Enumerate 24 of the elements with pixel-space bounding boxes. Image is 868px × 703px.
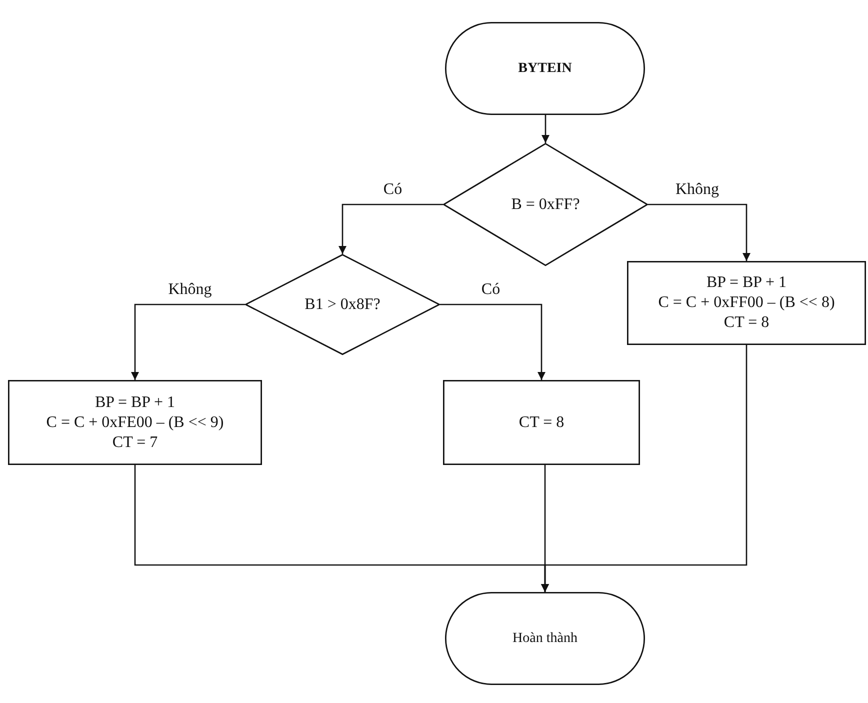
decision-diamond — [245, 254, 440, 355]
edge-label: Không — [673, 180, 722, 198]
process-box — [627, 261, 866, 345]
arrow — [338, 204, 443, 254]
process-box — [443, 380, 640, 465]
node-text: C = C + 0xFE00 – (B << 9) — [46, 412, 224, 432]
node-text: CT = 8 — [724, 313, 770, 333]
node-text: CT = 8 — [518, 412, 564, 432]
node-text: Hoàn thành — [512, 630, 578, 648]
process-box — [8, 380, 262, 465]
arrow — [440, 304, 546, 380]
node-text: BP = BP + 1 — [706, 273, 786, 293]
edge-label: Không — [166, 280, 214, 298]
node-text: C = C + 0xFF00 – (B << 8) — [658, 293, 835, 313]
node-text: CT = 7 — [112, 432, 158, 452]
arrow — [131, 304, 245, 380]
arrow — [542, 115, 550, 143]
node-text: BP = BP + 1 — [95, 392, 175, 412]
node-text: B = 0xFF? — [511, 194, 580, 214]
arrow — [541, 345, 748, 592]
node-text: BYTEIN — [518, 60, 572, 78]
node-text: B1 > 0x8F? — [304, 294, 380, 314]
decision-diamond — [443, 143, 648, 266]
arrow — [648, 204, 750, 261]
